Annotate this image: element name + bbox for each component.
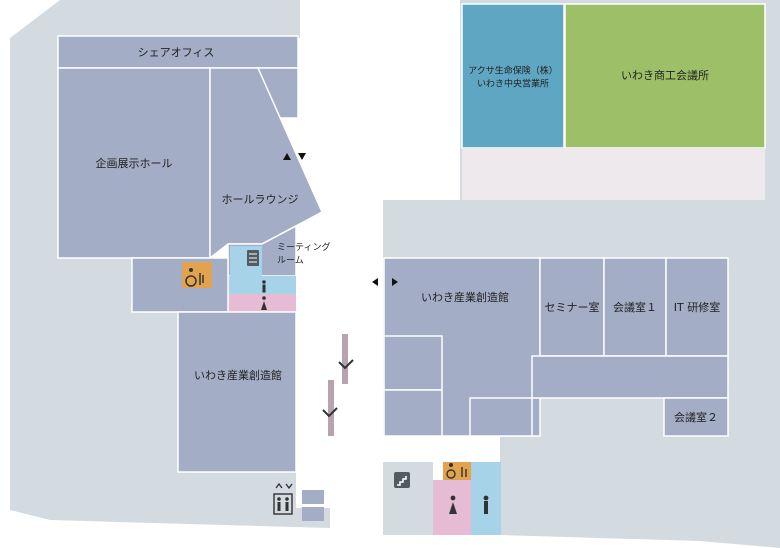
outer-floor-left [10,0,300,520]
hall-lounge-room[interactable] [209,67,323,260]
elevator-icon [273,482,293,515]
sangyo-left-room[interactable] [177,311,297,473]
meeting1-label: 会議室１ [613,300,657,314]
chamber-of-commerce[interactable] [564,3,766,149]
wheelchair-icon [446,463,467,479]
elevator-shaft-bottom [302,507,324,521]
female-restroom-icon [449,495,457,514]
tenant-grey-area [462,148,765,200]
sangyo-right-label: いわき産業創造館 [421,290,509,304]
up-down-arrows-icon [283,153,306,160]
hall-lounge-label: ホールラウンジ [222,193,299,206]
seminar-room[interactable] [539,257,605,357]
it-room[interactable] [665,257,729,357]
escalator-icon[interactable] [338,334,354,384]
male-restroom-icon [483,495,489,514]
meeting2-label: 会議室２ [674,410,718,424]
meeting1-room[interactable] [603,257,667,357]
left-service-room [131,257,229,313]
elevator-shaft-top [302,490,324,504]
it-room-label: IT 研修室 [674,300,720,314]
sangyo-right-sub1 [383,335,443,391]
sangyo-right-sub3 [469,397,533,437]
restroom-female-left[interactable] [228,294,296,314]
meeting-room-label-2: ルーム [277,255,304,266]
share-office-label: シェアオフィス [138,46,215,59]
male-restroom-icon [262,280,266,293]
hall-room[interactable] [57,67,211,259]
outer-floor-bottom-left [50,258,330,528]
stairs-icon [394,472,410,488]
axa-label-2: いわき中央営業所 [477,78,549,90]
chamber-label: いわき商工会議所 [621,68,709,82]
hall-label: 企画展示ホール [96,156,173,170]
left-right-arrows-icon [372,278,398,286]
meeting-room-label-1: ミーティング [277,241,330,253]
share-office-room[interactable] [57,35,299,69]
axa-label-1: アクサ生命保険（株） [468,65,558,77]
seminar-label: セミナー室 [545,300,600,314]
restroom-male-left[interactable] [228,276,296,294]
sangyo-left-label: いわき産業創造館 [194,368,282,382]
female-restroom-icon [261,296,267,310]
sangyo-right-sub2 [383,389,443,437]
axa-office[interactable] [461,3,565,149]
meeting2-room[interactable] [663,397,729,437]
meeting-booth-icon [247,250,259,266]
wheelchair-icon [185,268,204,287]
corridor-right [531,355,729,399]
escalator-icon[interactable] [322,380,338,436]
